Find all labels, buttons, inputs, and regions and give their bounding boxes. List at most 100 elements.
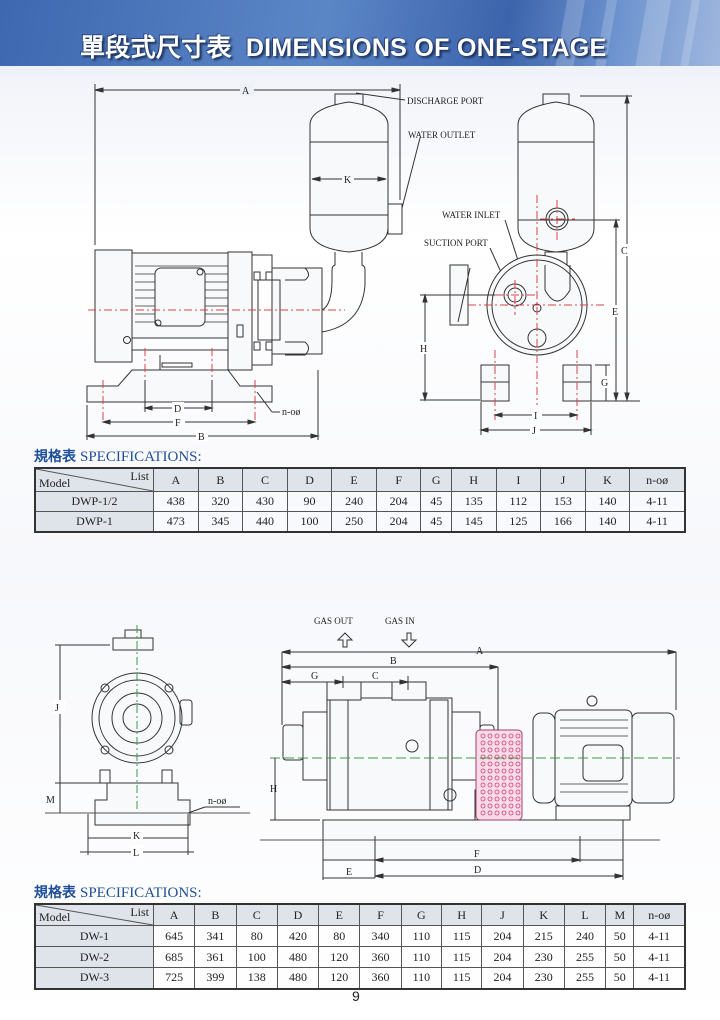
coupling-dot — [508, 754, 514, 760]
value-cell: 360 — [359, 967, 402, 989]
coupling-dot — [494, 810, 500, 816]
value-cell: 255 — [563, 967, 607, 989]
value-cell: 438 — [153, 491, 199, 512]
spec1-col-header: F — [375, 467, 422, 492]
motor-side — [94, 249, 323, 371]
value-cell: 135 — [450, 491, 497, 512]
value-cell: 45 — [420, 491, 452, 512]
dim-g: G — [591, 364, 640, 402]
dim-n-label: n-oø — [282, 407, 300, 418]
svg-text:WATER OUTLET: WATER OUTLET — [408, 130, 476, 140]
value-cell: 140 — [584, 491, 631, 512]
coupling-dot — [494, 782, 500, 788]
dim-f-label: F — [175, 418, 181, 429]
coupling-dot — [494, 775, 500, 781]
value-cell: 100 — [235, 946, 278, 968]
spec2-col-header: M — [605, 903, 635, 926]
coupling-dot — [508, 761, 514, 767]
value-cell: 320 — [197, 491, 244, 512]
spec2-col-header: D — [276, 903, 320, 926]
dim-d: D — [143, 380, 214, 415]
dim-g-dw: G — [281, 671, 344, 685]
coupling-dot — [494, 761, 500, 767]
value-cell: 473 — [153, 511, 199, 532]
dim-m: M — [46, 783, 61, 813]
spec1-col-header: B — [197, 467, 244, 492]
coupling-dot — [508, 796, 514, 802]
coupling-dot — [508, 733, 514, 739]
dim-i: I — [493, 410, 579, 422]
value-cell: 230 — [522, 967, 565, 989]
value-cell: 215 — [522, 925, 565, 947]
callout-water-outlet: WATER OUTLET — [401, 130, 476, 209]
value-cell: 140 — [584, 511, 631, 532]
dim-c-dw: C — [342, 671, 409, 690]
value-cell: 399 — [194, 967, 237, 989]
spec1-col-header: G — [420, 467, 452, 492]
coupling-dot — [515, 775, 521, 781]
value-cell: 115 — [441, 925, 483, 947]
spec2-col-header: G — [400, 903, 443, 926]
spec1-corner-cell: List Model — [34, 467, 154, 492]
value-cell: 204 — [481, 946, 524, 968]
coupling-dot — [487, 747, 493, 753]
coupling-dot — [480, 733, 486, 739]
spec1-col-header: E — [331, 467, 377, 492]
dim-d-dw: D — [322, 860, 624, 880]
coupling-dot — [480, 810, 486, 816]
model-cell: DW-1 — [34, 925, 154, 947]
dim-f: F — [101, 416, 257, 429]
coupling-dot — [508, 782, 514, 788]
value-cell: 110 — [400, 925, 443, 947]
coupling-dot — [487, 740, 493, 746]
centerlines-red — [88, 309, 345, 420]
spec1-col-header: n-oø — [629, 467, 686, 492]
coupling-dot — [508, 775, 514, 781]
dim-b: B — [85, 370, 320, 443]
dim-c-dw-label: C — [372, 671, 379, 682]
dim-a-label: A — [242, 86, 250, 97]
dw-front-view — [91, 629, 193, 826]
coupling-dot — [480, 789, 486, 795]
value-cell: 240 — [331, 491, 377, 512]
value-cell: 240 — [563, 925, 607, 947]
dim-g-dw-label: G — [311, 671, 318, 682]
coupling-dot — [508, 740, 514, 746]
page-number: 9 — [352, 988, 360, 1004]
coupling-dot — [487, 733, 493, 739]
value-cell: 250 — [331, 511, 377, 532]
dw-dimension-drawing: GAS OUT GAS IN J M K L n- — [45, 616, 680, 880]
value-cell: 340 — [359, 925, 402, 947]
value-cell: 110 — [400, 967, 443, 989]
coupling-dot — [515, 796, 521, 802]
value-cell: 115 — [441, 946, 483, 968]
dim-c-label: C — [621, 246, 628, 257]
dim-d-dw-label: D — [474, 865, 481, 876]
dim-c: C — [580, 94, 632, 402]
value-cell: 120 — [318, 946, 361, 968]
dim-h-dw-label: H — [270, 784, 277, 795]
dim-h-front: H — [419, 293, 495, 402]
coupling-dot — [501, 789, 507, 795]
spec1-col-header: D — [286, 467, 333, 492]
svg-text:WATER INLET: WATER INLET — [442, 210, 501, 220]
coupling-dot — [480, 740, 486, 746]
gas-in-arrow-icon — [400, 632, 418, 648]
dim-n-dw-label: n-oø — [208, 796, 226, 807]
dim-j-label: J — [532, 426, 536, 437]
dim-b-dw-label: B — [390, 656, 397, 667]
value-cell: 204 — [481, 925, 524, 947]
page-title-en: DIMENSIONS OF ONE-STAGE — [245, 34, 607, 62]
coupling-dot — [515, 789, 521, 795]
coupling-dot — [515, 754, 521, 760]
callout-discharge-port: DISCHARGE PORT — [355, 92, 484, 106]
value-cell: 112 — [495, 491, 542, 512]
value-cell: 110 — [400, 946, 443, 968]
value-cell: 204 — [375, 491, 422, 512]
spec2-corner-cell: List Model — [34, 903, 154, 926]
